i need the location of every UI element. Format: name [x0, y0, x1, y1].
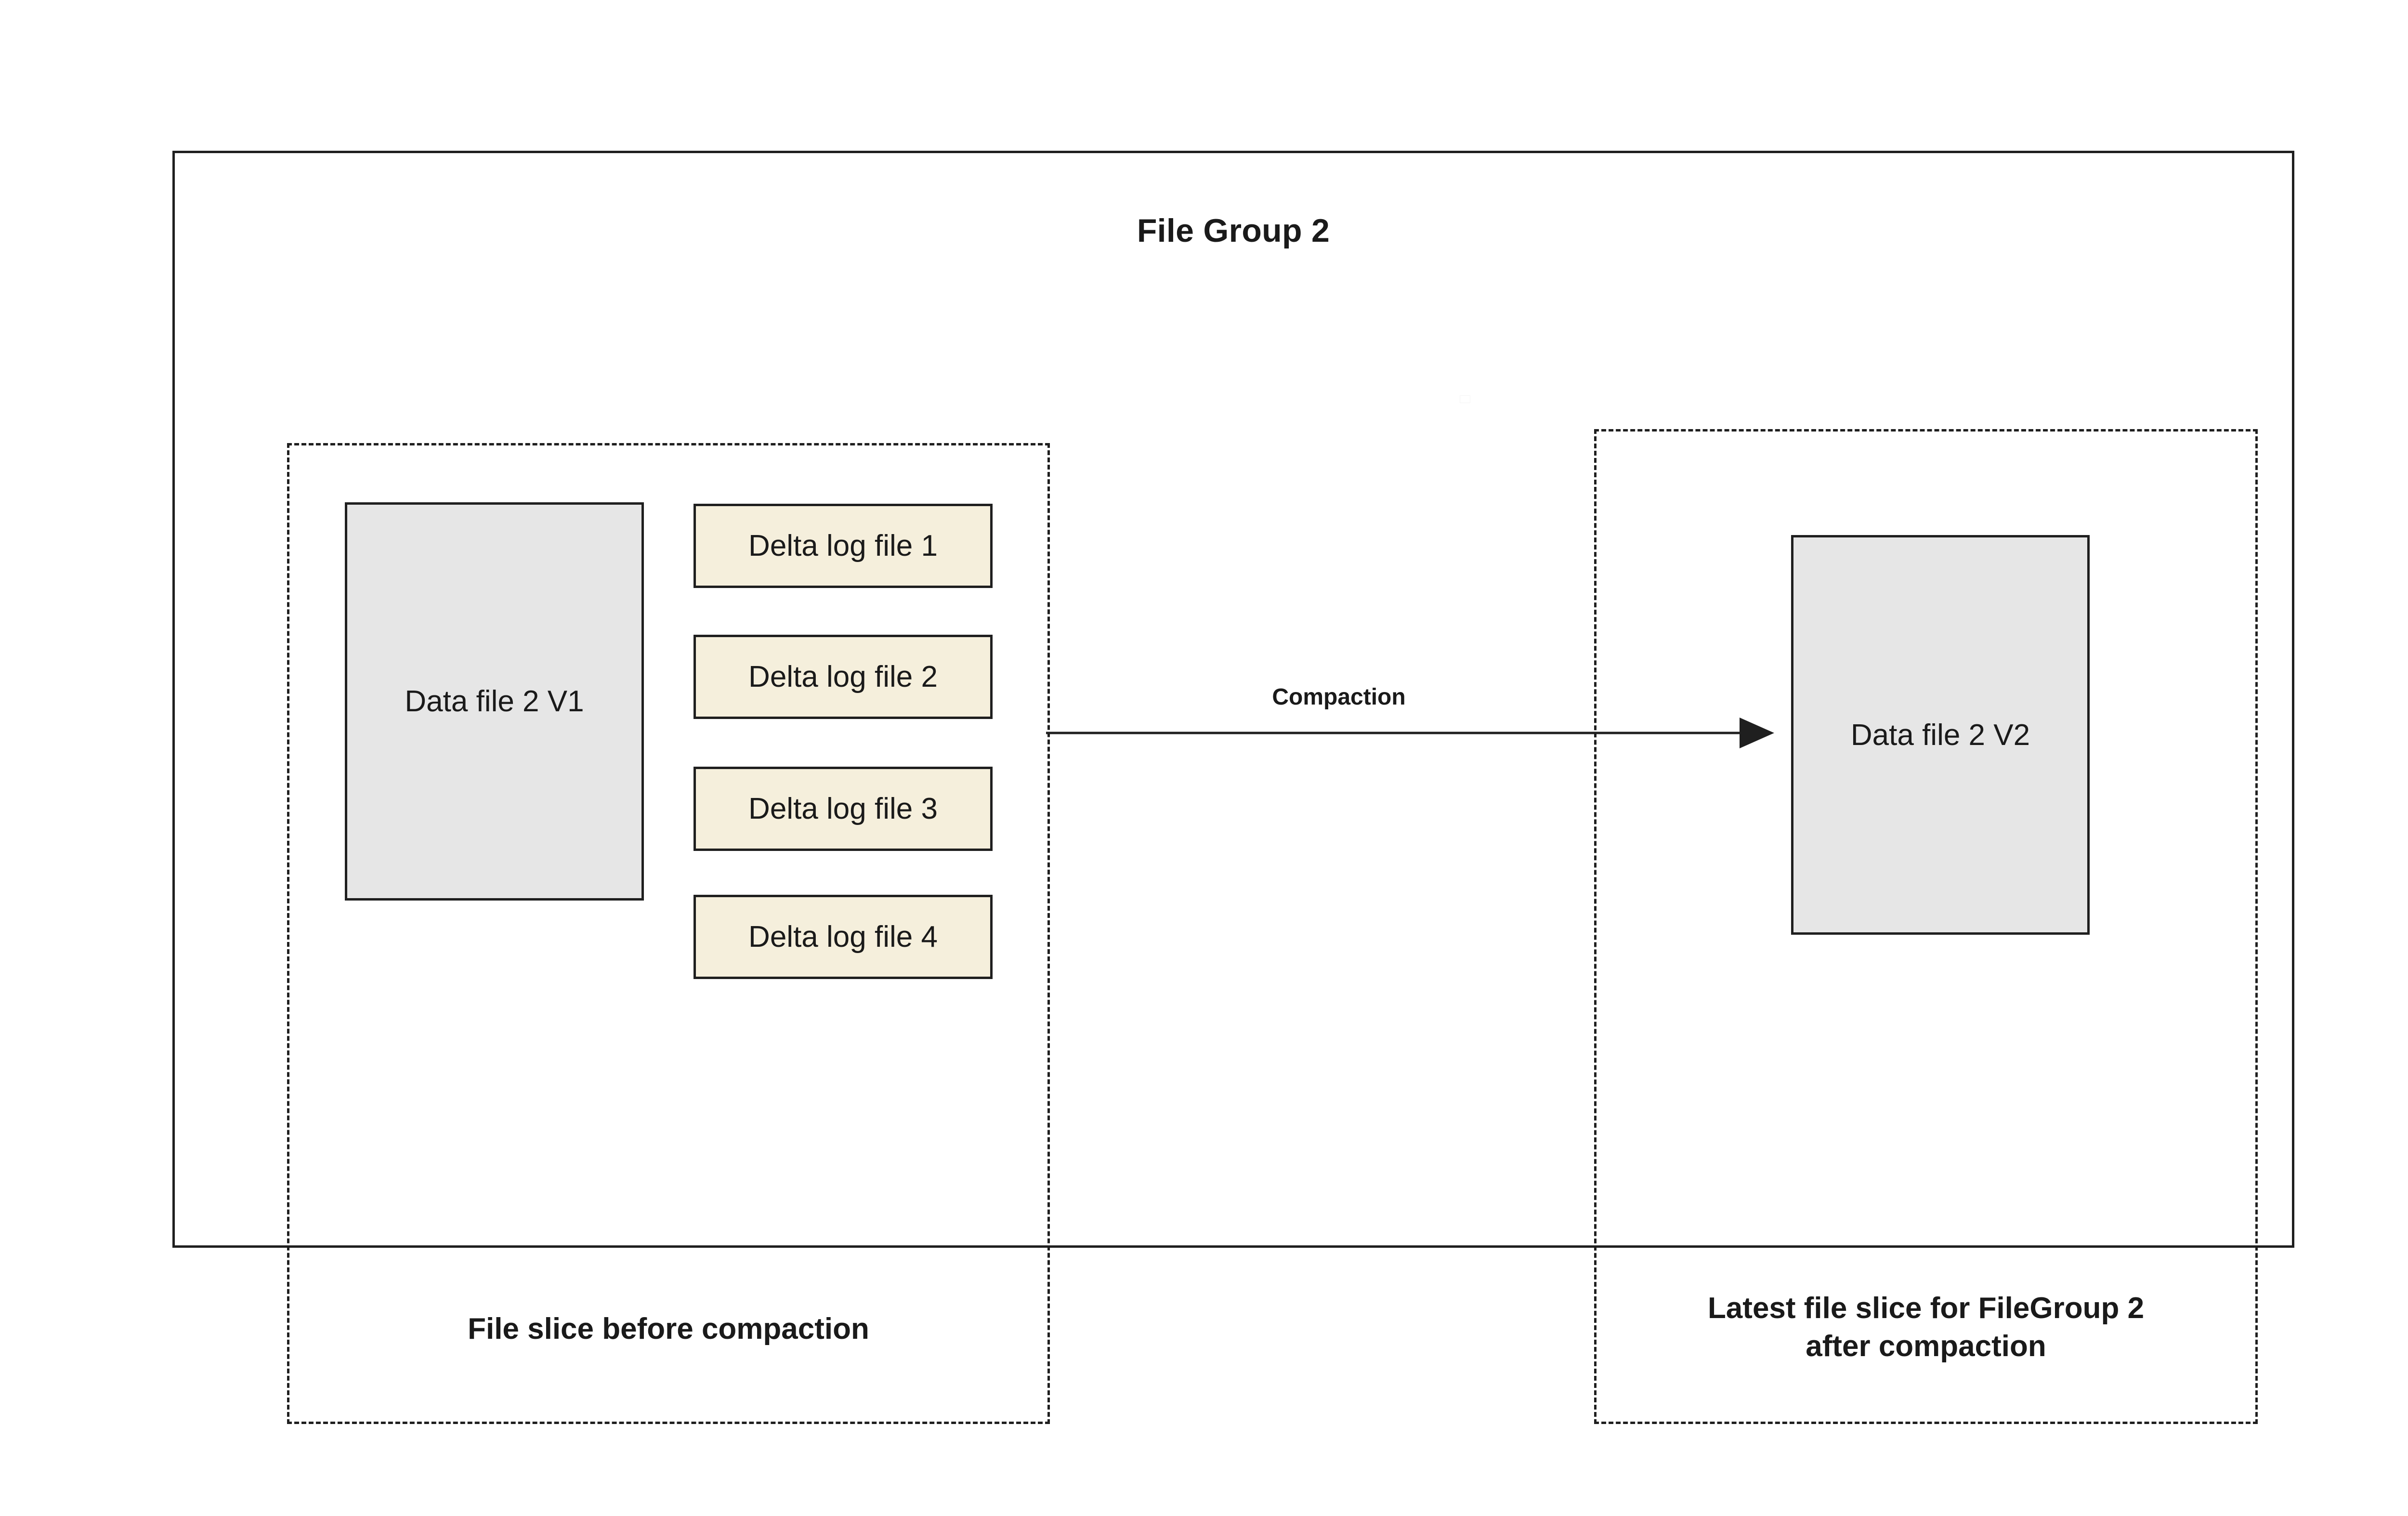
data-file-v1-label: Data file 2 V1 [405, 685, 584, 718]
delta-log-file-3-box[interactable]: Delta log file 3 [694, 767, 993, 851]
compaction-arrow-label: Compaction [1272, 684, 1406, 710]
file-slice-after-caption-line1: Latest file slice for FileGroup 2 [1707, 1292, 2145, 1325]
delta-log-file-1-label: Delta log file 1 [748, 529, 938, 562]
data-file-v2-label: Data file 2 V2 [1850, 718, 2030, 752]
file-group-frame [172, 151, 2294, 1248]
delta-log-file-2-label: Delta log file 2 [748, 660, 938, 693]
ghost-artifact [1460, 395, 1470, 403]
delta-log-file-2-box[interactable]: Delta log file 2 [694, 635, 993, 719]
delta-log-file-4-label: Delta log file 4 [748, 920, 938, 954]
data-file-v1-box[interactable]: Data file 2 V1 [345, 502, 644, 901]
file-group-title: File Group 2 [1137, 212, 1330, 249]
delta-log-file-4-box[interactable]: Delta log file 4 [694, 895, 993, 979]
file-slice-before-caption: File slice before compaction [468, 1312, 869, 1346]
file-slice-after-box [1594, 429, 2258, 1424]
delta-log-file-3-label: Delta log file 3 [748, 792, 938, 825]
file-slice-after-caption: Latest file slice for FileGroup 2 after … [1594, 1289, 2258, 1366]
data-file-v2-box[interactable]: Data file 2 V2 [1791, 535, 2090, 935]
delta-log-file-1-box[interactable]: Delta log file 1 [694, 504, 993, 588]
file-slice-after-caption-line2: after compaction [1806, 1330, 2046, 1363]
file-slice-before-box [287, 443, 1050, 1424]
